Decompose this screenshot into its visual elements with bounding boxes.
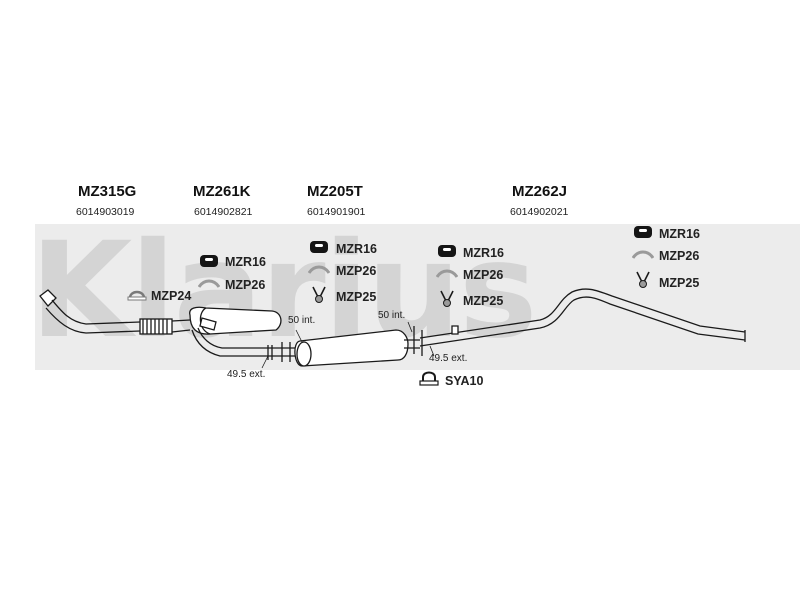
dimension-label: 49.5 ext. xyxy=(227,369,266,380)
label-mzp26-s4: MZP26 xyxy=(463,268,504,282)
section-code-mz261k: MZ261K xyxy=(193,183,251,200)
part-number-mz261k: 6014902821 xyxy=(194,206,253,218)
bracket-icon xyxy=(436,269,458,278)
label-mzr16-s4: MZR16 xyxy=(463,246,504,260)
rubber-mount-icon xyxy=(200,255,218,267)
hanger-icon xyxy=(636,271,650,288)
part-number-mz205t: 6014901901 xyxy=(307,206,366,218)
bracket-icon xyxy=(632,250,654,259)
part-number-mz262j: 6014902021 xyxy=(510,206,569,218)
label-mzr16-s3: MZR16 xyxy=(336,242,377,256)
section-code-mz315g: MZ315G xyxy=(78,183,137,200)
watermark-band xyxy=(35,224,800,370)
hanger-icon xyxy=(440,290,454,307)
label-mzp25-s3: MZP25 xyxy=(336,290,377,304)
dimension-label: 49.5 ext. xyxy=(429,353,468,364)
part-number-mz315g: 6014903019 xyxy=(76,206,135,218)
label-mzr16-s2: MZR16 xyxy=(225,255,266,269)
section-code-mz205t: MZ205T xyxy=(307,183,363,200)
centre-silencer xyxy=(276,326,423,367)
rear-pipe xyxy=(419,288,746,347)
label-mzp25-s5: MZP25 xyxy=(659,276,700,290)
clamp-icon xyxy=(127,290,147,301)
label-sya10: SYA10 xyxy=(445,374,484,388)
front-pipe xyxy=(39,289,191,335)
front-silencer xyxy=(189,306,291,362)
rubber-mount-icon xyxy=(634,226,652,238)
label-mzp25-s4: MZP25 xyxy=(463,294,504,308)
u-clamp-icon xyxy=(419,371,439,386)
label-mzr16-s5: MZR16 xyxy=(659,227,700,241)
rubber-mount-icon xyxy=(310,241,328,253)
label-mzp24: MZP24 xyxy=(151,289,192,303)
bracket-icon xyxy=(198,279,220,288)
label-mzp26-s3: MZP26 xyxy=(336,264,377,278)
dimension-leaders xyxy=(261,321,435,369)
dimension-label: 50 int. xyxy=(288,315,316,326)
label-mzp26-s2: MZP26 xyxy=(225,278,266,292)
label-mzp26-s5: MZP26 xyxy=(659,249,700,263)
hanger-icon xyxy=(312,286,326,303)
bracket-icon xyxy=(308,265,330,274)
section-code-mz262j: MZ262J xyxy=(512,183,568,200)
rubber-mount-icon xyxy=(438,245,456,257)
dimension-label: 50 int. xyxy=(378,310,406,321)
